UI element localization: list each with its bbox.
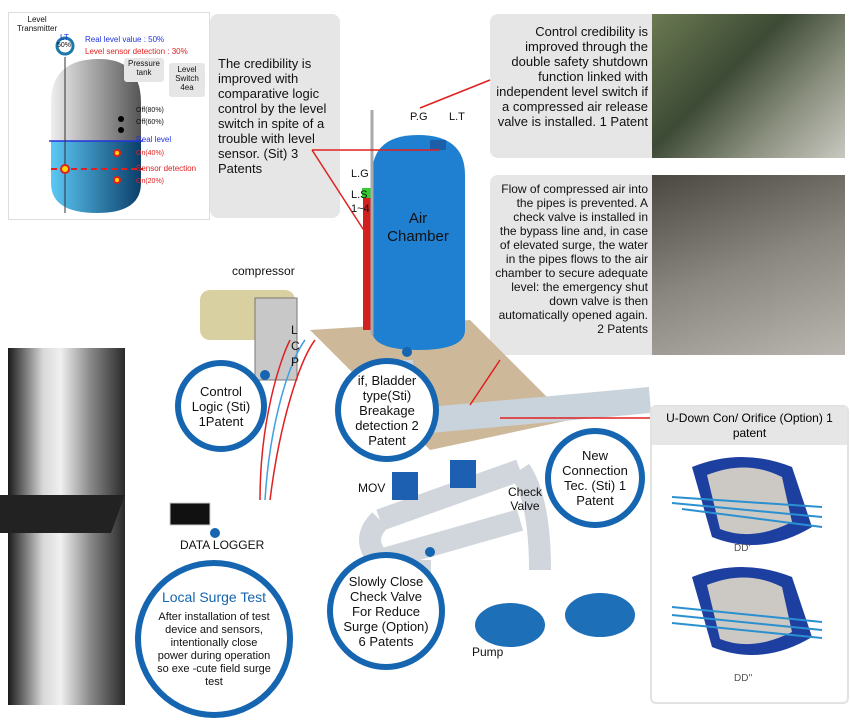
data-logger-screen (169, 502, 211, 526)
on40-label: On(40%) (136, 150, 165, 157)
u-down-title: U-Down Con/ Orifice (Option) 1 patent (652, 407, 847, 445)
pg-label: P.G (410, 111, 428, 123)
signal-cable (264, 339, 306, 501)
data-logger-label: DATA LOGGER (180, 538, 265, 552)
arrow (469, 359, 501, 406)
level-switch (362, 188, 372, 198)
data-logger (0, 495, 125, 533)
lt-tank-label: L.T (449, 111, 465, 123)
u-down-panel: U-Down Con/ Orifice (Option) 1 patent DD… (650, 405, 849, 704)
real-level-label: Real level (136, 135, 172, 144)
arrow (311, 149, 366, 233)
lg-label: L.G (351, 168, 369, 180)
level-transmitter-label: Level Transmitter (17, 15, 58, 33)
connector-dot (260, 370, 270, 380)
orifice-illustration (671, 457, 823, 655)
mov-valve (392, 472, 418, 500)
valve-photo (652, 14, 845, 158)
pump-label: Pump (472, 645, 504, 659)
flow-arrows (671, 606, 823, 639)
sensor-detection-value: Level sensor detection : 30% (85, 47, 188, 56)
check-valve (450, 460, 476, 488)
bypass-pipe-photo (652, 175, 845, 355)
dd1-label: DD' (734, 543, 751, 554)
check-valve-callout: Flow of compressed air into the pipes is… (495, 182, 648, 336)
connector-dot (425, 547, 435, 557)
local-surge-circle: Local Surge Test After installation of t… (135, 560, 293, 718)
orifice-cutaway (707, 577, 792, 645)
mov-label: MOV (358, 481, 386, 495)
new-connection-circle: New Connection Tec. (Sti) 1 Patent (545, 428, 645, 528)
local-surge-title: Local Surge Test (161, 588, 267, 605)
air-chamber-label: Air Chamber (387, 210, 449, 245)
lt-value: 50% (57, 42, 72, 49)
level-gauge (363, 190, 371, 330)
on20-label: On(20%) (136, 178, 165, 185)
real-level-value: Real level value : 50% (85, 35, 165, 44)
pressure-tank-label: Pressure tank (127, 59, 160, 77)
bladder-circle: if, Bladder type(Sti) Breakage detection… (335, 358, 439, 462)
connector-dot (210, 528, 220, 538)
double-safety-callout: Control credibility is improved through … (496, 24, 648, 129)
connector-dot (402, 347, 412, 357)
level-transmitter (430, 140, 446, 150)
pump (565, 593, 635, 637)
level-switch-label: Level Switch 4ea (175, 65, 199, 92)
check-valve-label: Check Valve (507, 485, 542, 513)
logger-brand: FLOWTECH (176, 497, 210, 503)
sensor-detection-label: Sensor detection (136, 164, 197, 173)
lt-label: LT (60, 33, 69, 42)
compressor-label: compressor (232, 264, 295, 278)
flow-arrows (671, 496, 823, 528)
dd2-label: DD'' (734, 673, 753, 684)
callout-box (210, 14, 340, 218)
air-chamber-tank (372, 135, 465, 350)
pump (475, 603, 545, 647)
arrow (419, 79, 491, 109)
orifice-cutaway (707, 467, 792, 535)
control-logic-circle: Control Logic (Sti) 1Patent (175, 360, 267, 452)
off60-label: Off(60%) (136, 119, 164, 126)
slowly-close-circle: Slowly Close Check Valve For Reduce Surg… (327, 552, 445, 670)
off80-label: Off(80%) (136, 107, 164, 114)
signal-cable (259, 339, 316, 501)
lcp-label: L C P (291, 323, 300, 369)
pressure-tank-illustration (49, 36, 205, 213)
credibility-callout: The credibility is improved with compara… (218, 56, 327, 176)
level-panel: Level Transmitter LT 50% Real level valu… (8, 12, 210, 220)
branch-pipes (376, 459, 524, 571)
ls-label: L.S 1~4 (351, 189, 370, 215)
local-surge-body: After installation of test device and se… (157, 610, 271, 688)
